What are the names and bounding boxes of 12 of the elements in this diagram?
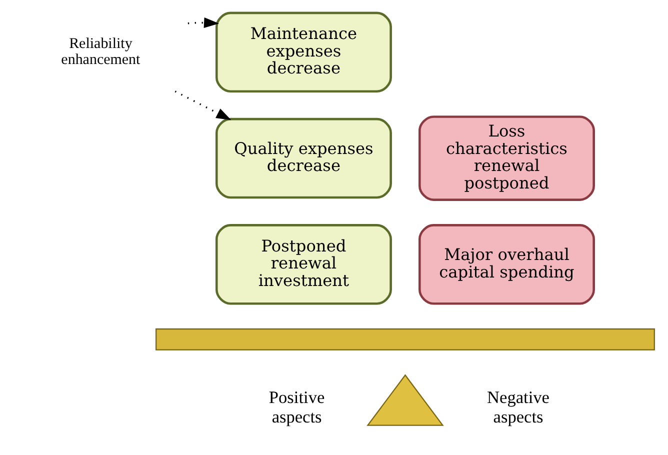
arrow [174, 90, 232, 120]
node-box: Maintenance expenses decrease [215, 12, 392, 93]
node-box: Major overhaul capital spending [418, 224, 595, 305]
node-bar [156, 328, 655, 350]
label: Positive aspects [268, 388, 325, 426]
node-box: Postponed renewal investment [215, 224, 392, 305]
node-box: Loss characteristics renewal postponed [418, 116, 595, 201]
arrow [188, 17, 220, 28]
node-triangle [366, 374, 444, 426]
node-box: Quality expenses decrease [215, 118, 392, 199]
label: Negative aspects [487, 388, 550, 426]
node-text: Reliability enhancement [61, 36, 140, 68]
